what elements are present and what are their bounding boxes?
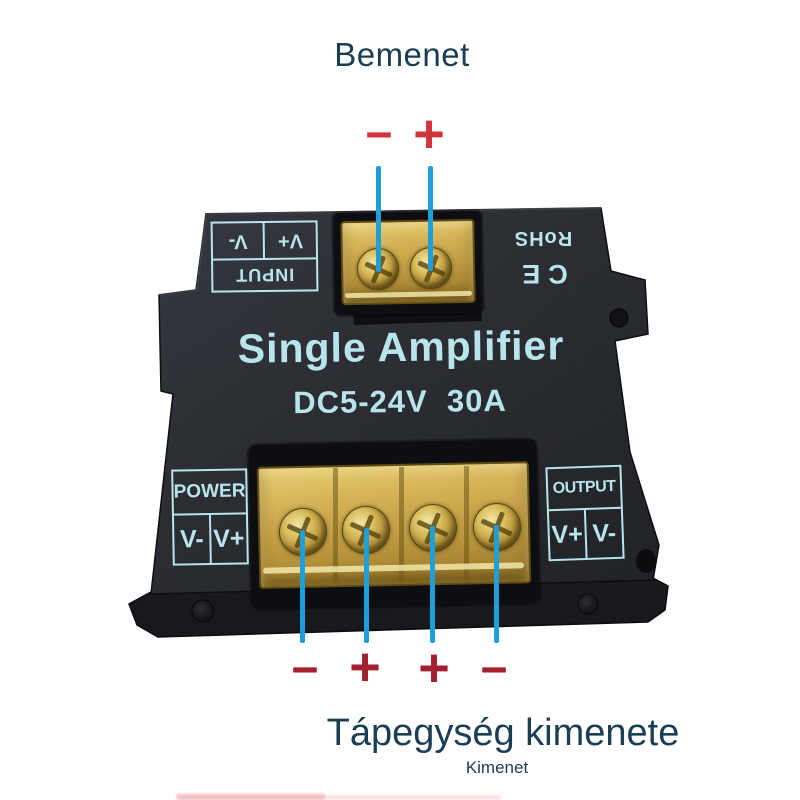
cropped-edge-artifact	[326, 795, 501, 800]
flange-screw	[191, 599, 215, 623]
input-annotation-label: Bemenet	[334, 36, 470, 73]
wire-line-input-plus	[428, 166, 433, 271]
power-label-header: POWER	[173, 470, 246, 516]
input-label-header: INPUT	[213, 257, 317, 291]
rohs-mark: RoHS	[513, 227, 573, 249]
power-cell-vplus: V+	[212, 523, 245, 553]
terminal-separator	[333, 468, 338, 582]
input-cell-vplus: V+	[263, 222, 317, 259]
polarity-minus-icon: −	[291, 642, 319, 696]
power-cell-vminus: V-	[173, 514, 212, 564]
ear-screw-hole	[609, 308, 629, 328]
output-cell-vminus: V-	[591, 518, 617, 548]
wire-line-output-4	[494, 525, 499, 643]
ce-mark: CE	[514, 259, 568, 289]
polarity-plus-icon: +	[413, 103, 445, 164]
device-title: Single Amplifier	[237, 322, 565, 372]
polarity-minus-icon: −	[365, 107, 393, 161]
wire-line-output-3	[430, 526, 435, 643]
wire-line-output-2	[364, 528, 369, 643]
input-label-box: INPUT V+ V-	[210, 220, 319, 293]
input-cell-vminus: V-	[228, 230, 248, 253]
device-spec: DC5-24V 30A	[293, 382, 507, 421]
polarity-plus-icon: +	[418, 637, 450, 698]
output-label-header: OUTPUT	[547, 466, 621, 512]
flange-screw	[577, 593, 599, 615]
terminal-separator	[399, 467, 404, 581]
power-label-box: POWER V- V+	[171, 468, 249, 566]
cropped-edge-artifact	[176, 794, 326, 800]
terminal-separator	[464, 466, 469, 580]
output-annotation-label: Tápegység kimenete	[326, 712, 680, 754]
output-annotation-sublabel: Kimenet	[465, 758, 529, 777]
wire-line-input-minus	[376, 166, 381, 272]
wire-line-output-1	[300, 530, 305, 643]
output-cell-vplus: V+	[548, 509, 588, 560]
side-notch	[636, 549, 656, 573]
polarity-plus-icon: +	[349, 636, 381, 697]
polarity-minus-icon: −	[480, 642, 508, 696]
output-label-box: OUTPUT V+ V-	[545, 464, 625, 562]
